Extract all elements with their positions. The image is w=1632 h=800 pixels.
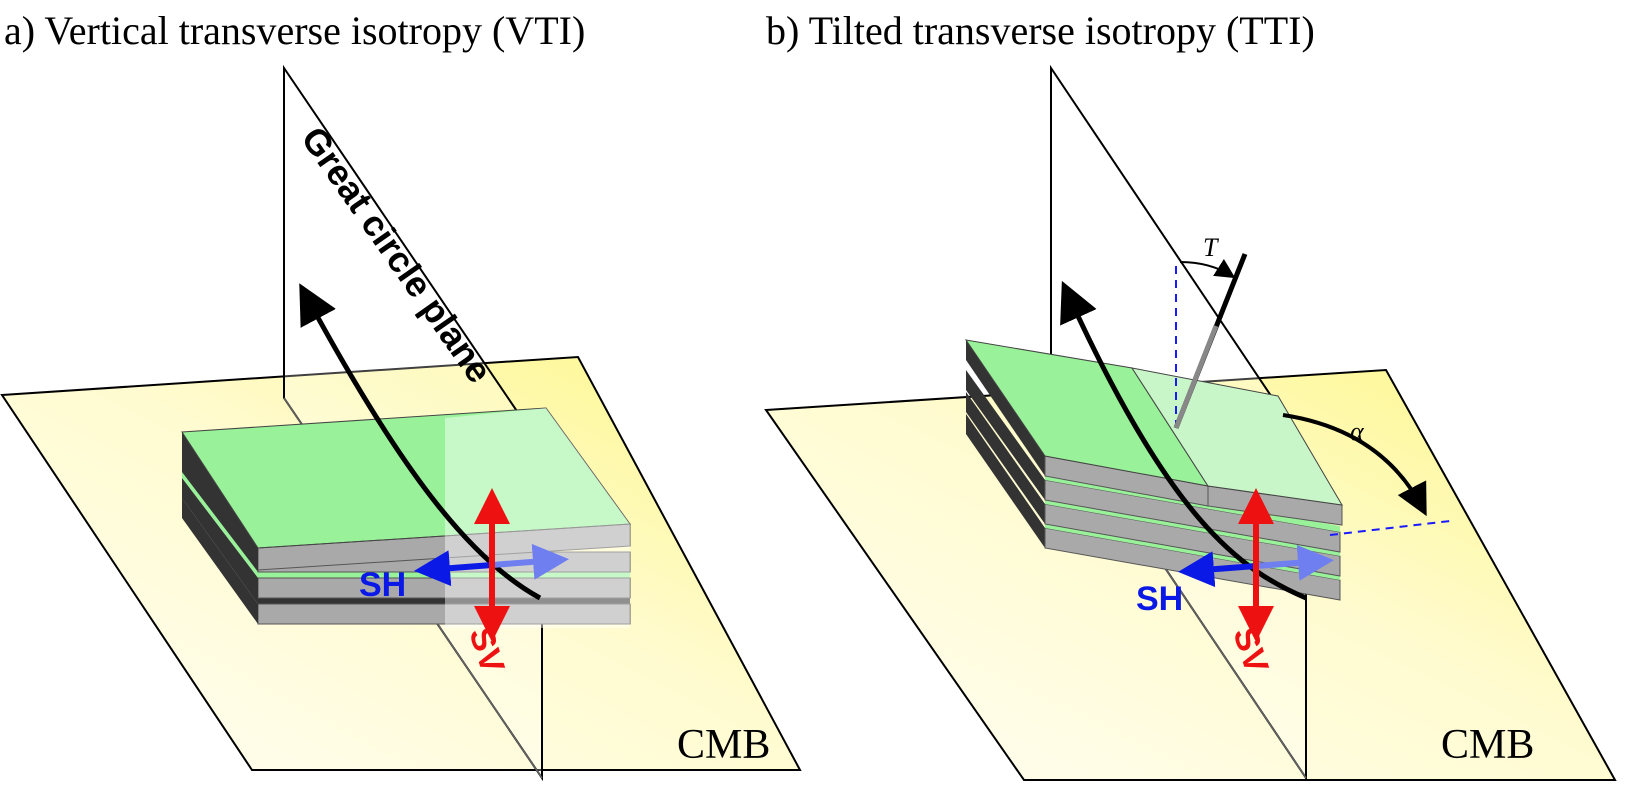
- layer: [181, 407, 631, 571]
- cmb-label: CMB: [1441, 722, 1534, 768]
- tilt-angle-arc: [1179, 258, 1236, 279]
- sh-arrow-front: [414, 550, 493, 587]
- panel-vti-title: a) Vertical transverse isotropy (VTI): [4, 8, 585, 53]
- sh-label: SH: [359, 566, 406, 604]
- sh-arrow-back: [1255, 544, 1334, 581]
- azimuth-angle-arc: [1282, 413, 1427, 517]
- sh-arrow-back: [491, 543, 569, 580]
- ray-path: [299, 283, 542, 601]
- azimuth-angle-label: α: [1350, 417, 1365, 446]
- ray-path: [1060, 280, 1307, 601]
- panel-tti-title: b) Tilted transverse isotropy (TTI): [766, 8, 1315, 53]
- panel-tti: b) Tilted transverse isotropy (TTI) CMB: [764, 8, 1617, 782]
- azimuth-reference-line: [1329, 520, 1451, 536]
- cmb-label: CMB: [677, 722, 770, 768]
- tilt-angle-label: T: [1203, 233, 1219, 262]
- panel-vti: a) Vertical transverse isotropy (VTI) CM…: [0, 8, 802, 782]
- symmetry-axis-behind: [1173, 325, 1219, 429]
- sh-arrow-front: [1178, 551, 1257, 588]
- sh-label: SH: [1136, 580, 1183, 618]
